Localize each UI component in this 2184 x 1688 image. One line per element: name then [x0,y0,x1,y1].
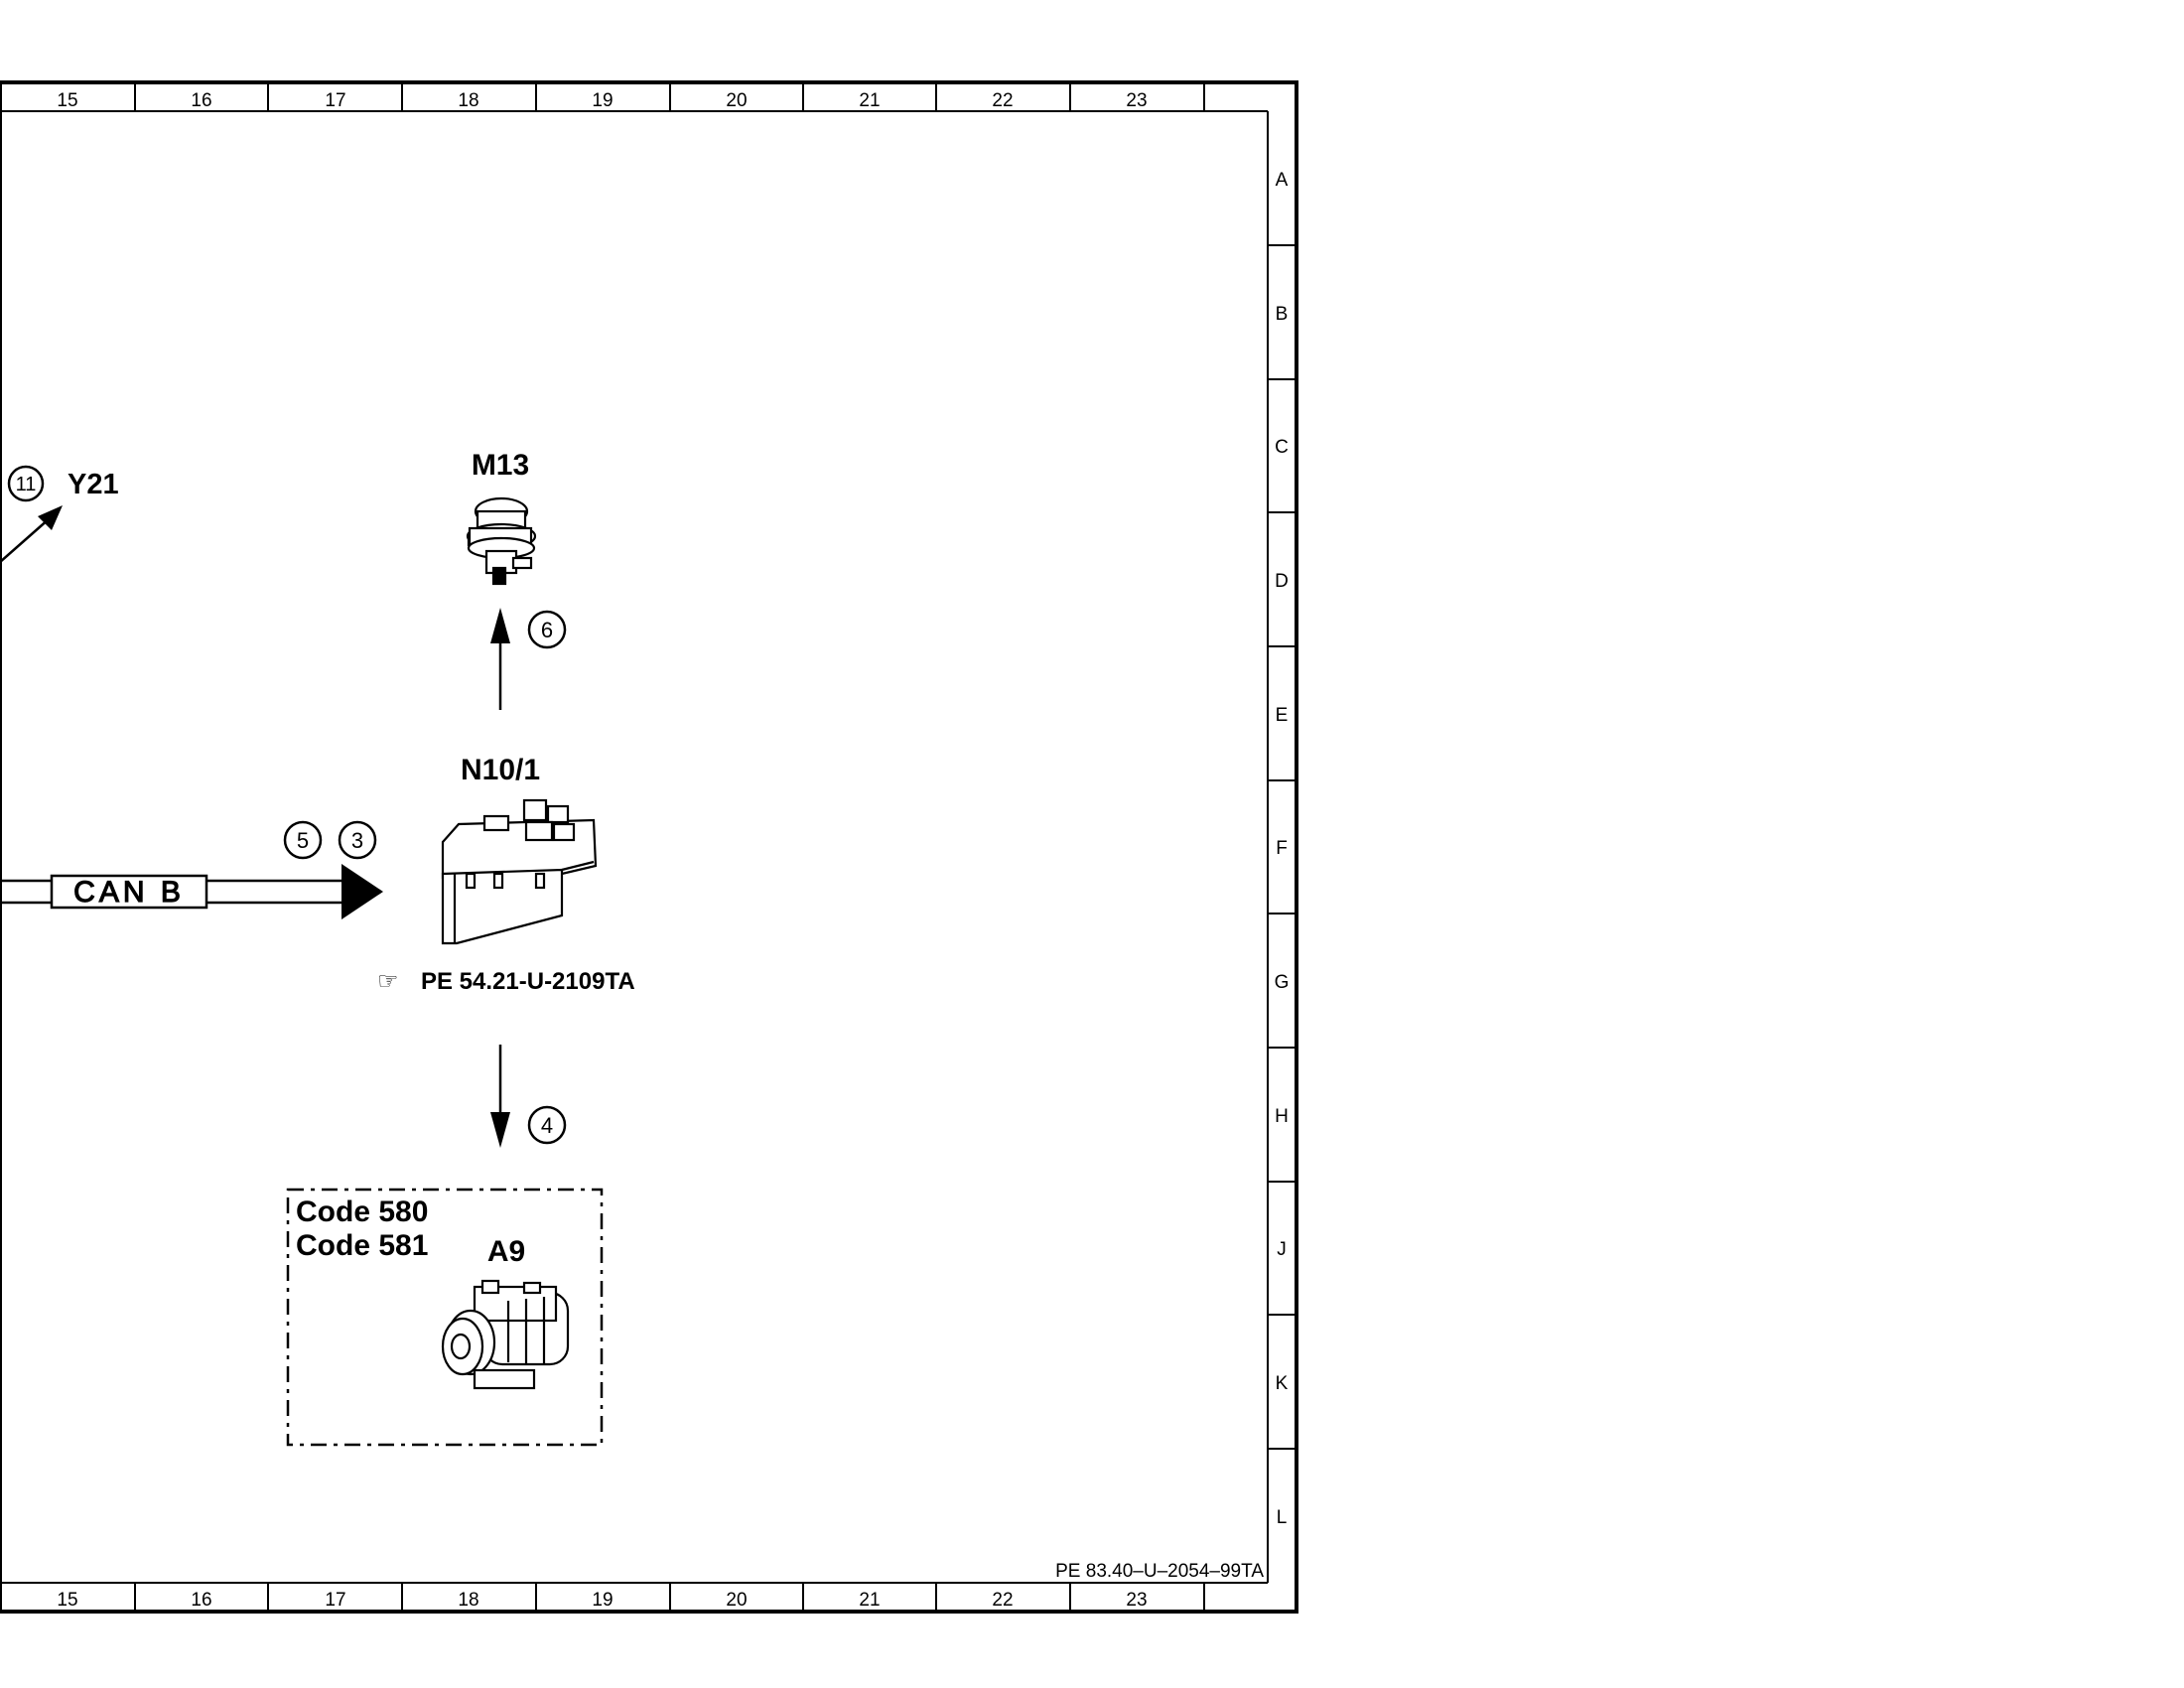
can-b-arrowhead [341,864,383,919]
row-label: J [1277,1239,1287,1260]
callout-circle [527,1105,567,1145]
can-b-label-box [50,874,208,910]
col-label: 23 [1126,1590,1147,1611]
col-label: 19 [592,1590,613,1611]
row-label: A [1276,170,1289,191]
column-labels-top: 15 16 17 18 19 20 21 22 23 [57,90,1147,111]
code-581-label: Code 581 [296,1229,428,1262]
col-label: 16 [191,1590,211,1611]
y21-arrowhead [38,505,63,530]
col-label: 20 [726,90,747,111]
col-label: 18 [458,90,478,111]
col-label: 19 [592,90,613,111]
signal-arrow-to-m13: 6 [490,608,567,710]
m13-label: M13 [472,449,529,482]
row-label: C [1275,437,1289,458]
col-label: 17 [325,90,345,111]
col-label: 23 [1126,90,1147,111]
drawing-frame [0,80,1298,1614]
callout-number: 5 [297,828,309,853]
n10-1-label: N10/1 [461,754,540,786]
n10-1-reference: PE 54.21-U-2109TA [421,968,635,995]
column-labels-bottom: 15 16 17 18 19 20 21 22 23 [57,1590,1147,1611]
n10-1-component: N10/1 ☞ PE 54.21-U-2109TA [377,754,635,995]
row-label: B [1276,304,1289,325]
callout-circle [527,610,567,649]
code-580-label: Code 580 [296,1196,428,1228]
callout-number: 3 [351,828,363,853]
col-label: 20 [726,1590,747,1611]
can-b-label: CAN B [73,876,185,909]
callout-number: 11 [16,474,37,495]
col-label: 22 [992,90,1013,111]
column-dividers-top [134,82,1071,111]
can-b-bus: CAN B 5 3 [0,820,383,919]
col-label: 16 [191,90,211,111]
col-label: 15 [57,1590,77,1611]
row-label: F [1276,838,1288,859]
y21-arrow-line [0,517,51,563]
a9-label: A9 [487,1235,525,1268]
callout-number: 6 [541,618,553,642]
y21-reference: 11 Y21 [0,465,119,563]
row-label: L [1277,1507,1288,1528]
m13-component: M13 [466,449,537,586]
row-label: H [1275,1106,1289,1127]
col-label: 22 [992,1590,1013,1611]
column-dividers-bottom [134,1583,1071,1612]
y21-label: Y21 [68,469,119,500]
actuator-motor-icon [466,496,537,586]
row-label: E [1276,705,1289,726]
signal-arrow-to-a9: 4 [490,1045,567,1148]
col-label: 18 [458,1590,478,1611]
col-label: 15 [57,90,77,111]
row-labels: A B C D E F G H J K L [1275,170,1290,1528]
callout-circle [7,465,45,502]
row-label: G [1275,972,1290,993]
pointing-hand-icon: ☞ [377,968,399,995]
callout-circle [283,820,323,860]
row-dividers [1268,244,1297,1450]
callout-number: 4 [541,1113,553,1138]
document-reference: PE 83.40–U–2054–99TA [1055,1561,1264,1582]
callout-circle [338,820,377,860]
a9-optional-equipment-box: Code 580 Code 581 A9 [286,1188,604,1447]
row-label: K [1276,1373,1289,1394]
compressor-icon [441,1279,570,1390]
col-label: 21 [859,90,880,111]
col-label: 17 [325,1590,345,1611]
row-label: D [1275,571,1289,592]
col-label: 21 [859,1590,880,1611]
control-module-icon [441,798,598,945]
